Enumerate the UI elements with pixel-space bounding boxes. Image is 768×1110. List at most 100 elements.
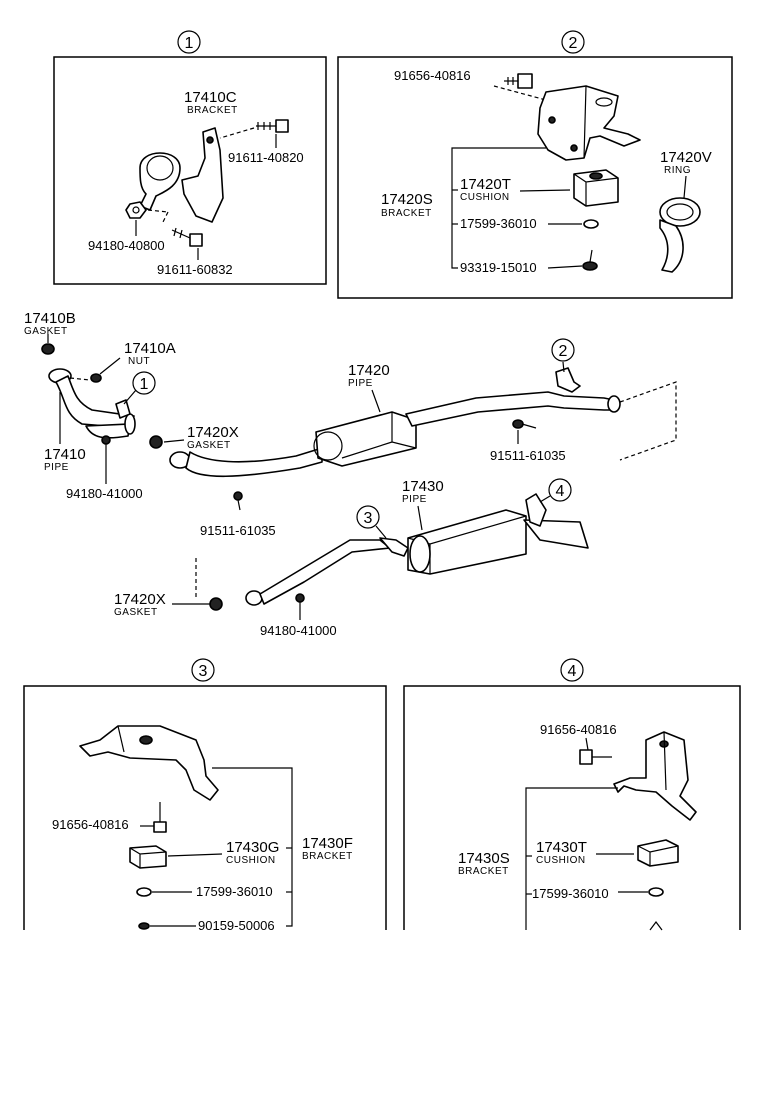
bracket-17420s-drawing [537,85,641,161]
main-assembly: 1 2 [24,310,677,638]
leader [493,85,547,101]
bracket-hole [548,116,556,124]
callout-label-3: 3 [199,663,208,680]
bracket-hole [139,735,153,745]
label-93319-15010: 93319-15010 [460,260,537,275]
gasket-17410b-drawing [41,343,55,355]
pipe-17410-drawing [48,368,136,439]
leader [69,377,91,381]
label-17420v: 17420V [660,149,712,166]
callout-label-4: 4 [568,663,577,680]
label-17420x-b-desc: GASKET [114,607,158,618]
label-17420s: 17420S [381,191,433,208]
detail-frame-4 [403,685,741,930]
nut-partial-drawing [649,921,663,931]
hanger-connector-dashed [619,381,677,461]
detail-box-3: 3 91656-40816 17430G CUSHION 17430F [23,658,387,933]
label-91511-61035-b: 91511-61035 [200,523,276,538]
bolt-91656-40816-drawing [504,73,533,89]
label-17410b: 17410B [24,310,76,327]
cushion-17430g-drawing [129,845,167,869]
label-91611-60832: 91611-60832 [157,262,233,277]
detail-frame-3 [23,685,387,930]
detail-frame-1 [53,56,327,285]
label-90159-50006: 90159-50006 [198,918,275,933]
label-91656-40816-box4: 91656-40816 [540,722,617,737]
gasket-17420x-b-drawing [209,597,223,611]
leader [417,505,423,531]
leader [562,361,565,373]
leader [99,357,121,375]
label-94180-40800: 94180-40800 [88,238,165,253]
leader [167,853,223,857]
gasket-17420x-a-drawing [149,435,163,449]
label-17599-36010-box4: 17599-36010 [532,886,609,901]
leader [371,389,381,413]
leader-bracket-17430s [525,787,618,930]
bolt-91511-61035-a-drawing [512,419,537,429]
nut-94180-40800-drawing [125,201,147,219]
label-91656-40816-box3: 91656-40816 [52,817,129,832]
bracket-17430s-drawing [613,731,697,821]
bolt-93319-15010-drawing [582,249,598,271]
callout-circle-4 [560,658,584,682]
label-17410: 17410 [44,446,86,463]
pipe-17430-drawing [245,493,589,606]
ring-17420v-drawing [659,197,701,273]
callout-circle-2 [561,30,585,54]
detail-box-2: 2 [337,30,733,299]
callout-label-3-main: 3 [364,510,373,527]
bolt-91511-61035-b-drawing [233,491,243,511]
leader-bracket-17420s [451,147,546,269]
bracket-hole [595,97,613,107]
callout-label-2: 2 [569,35,578,52]
bracket-17430f-drawing [79,725,219,801]
bracket-17410c-drawing [181,127,224,223]
label-17430: 17430 [402,478,444,495]
label-17420: 17420 [348,362,390,379]
label-17410a-desc: NUT [128,356,150,367]
callout-label-2-main: 2 [559,343,568,360]
label-17430s: 17430S [458,850,510,867]
label-17420x-a-desc: GASKET [187,440,231,451]
nut-90159-50006-drawing [138,922,150,930]
bolt-91656-40816-box3-drawing [153,802,167,833]
label-17420v-desc: RING [664,165,691,176]
callout-circle-3 [191,658,215,682]
callout-label-4-main: 4 [556,483,565,500]
label-17410a: 17410A [124,340,176,357]
leader [519,189,571,192]
leader [539,495,551,503]
label-91511-61035-a: 91511-61035 [490,448,566,463]
label-17420t: 17420T [460,176,511,193]
label-17430t-desc: CUSHION [536,855,586,866]
detail-frame-2 [337,56,733,299]
callout-circle-2-main [551,338,575,362]
label-94180-41000-b: 94180-41000 [260,623,337,638]
leader [147,209,169,213]
bracket-hole [570,144,578,152]
pipe-17420-drawing [169,367,621,478]
label-91656-40816-box2: 91656-40816 [394,68,471,83]
bracket-fold [583,85,587,159]
label-17599-36010-box2: 17599-36010 [460,216,537,231]
leader-bracket-17430f [212,767,293,927]
leader [219,127,255,139]
nut-94180-41000-b-drawing [295,593,305,603]
label-17410c-desc: BRACKET [187,105,238,116]
label-17430-desc: PIPE [402,494,427,505]
callout-circle-1-main [132,371,156,395]
leader [163,439,185,443]
callout-circle-4-main [548,478,572,502]
label-17410b-desc: GASKET [24,326,68,337]
label-17420-desc: PIPE [348,378,373,389]
leader [547,265,583,269]
label-17420x-b: 17420X [114,591,166,608]
label-17430g-desc: CUSHION [226,855,276,866]
nut-hole [132,206,140,214]
label-17430t: 17430T [536,839,587,856]
callout-circle-1 [177,30,201,54]
label-17420x-a: 17420X [187,424,239,441]
cushion-17430t-drawing [637,839,679,867]
